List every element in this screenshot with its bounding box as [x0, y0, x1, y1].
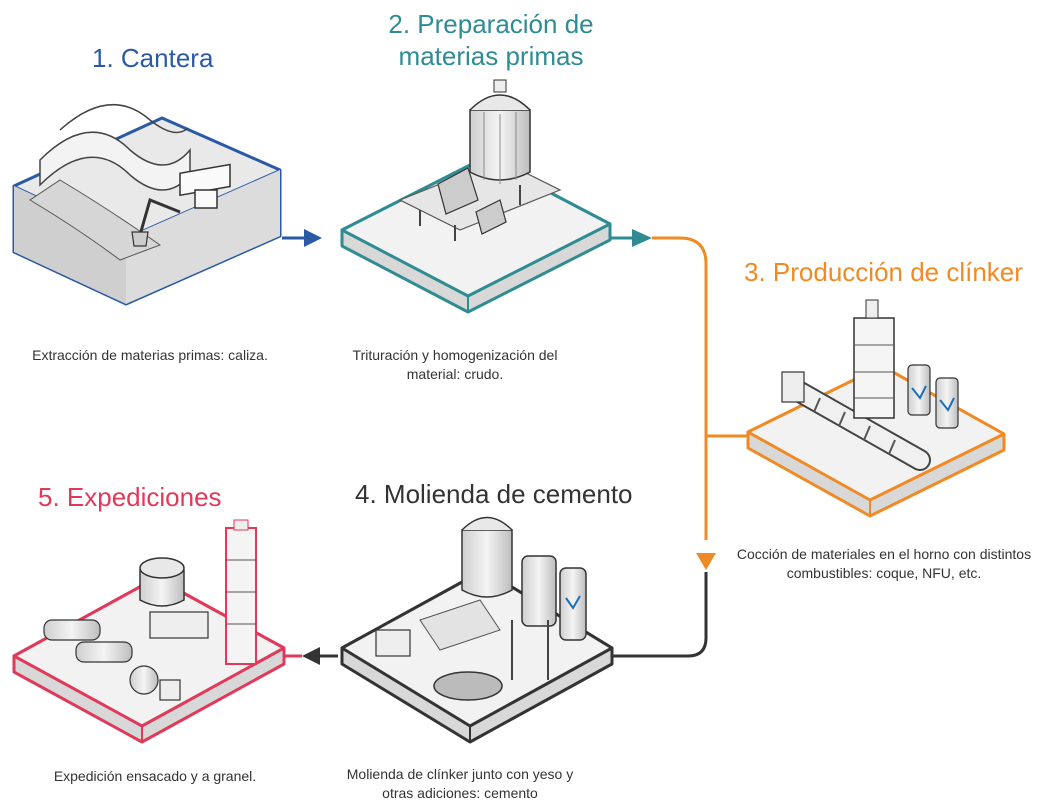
connector-1-2 [282, 229, 322, 247]
connector-2-3 [610, 229, 748, 570]
step-2-title: 2. Preparación de materias primas [388, 9, 594, 71]
step-5-description: Expedición ensacado y a granel. [53, 768, 257, 784]
cement-mill-icon [340, 516, 614, 744]
connector-4-5 [284, 647, 338, 665]
step-4-description: Molienda de clínker junto con yeso y otr… [346, 766, 574, 801]
step-2-description: Trituración y homogenización del materia… [352, 347, 558, 382]
step-3-title: 3. Producción de clínker [744, 257, 1023, 287]
step-1-title: 1. Cantera [92, 43, 214, 73]
step-1-description: Extracción de materias primas: caliza. [32, 347, 268, 363]
quarry-excavator-icon [12, 103, 282, 306]
kiln-tower-icon [746, 299, 1006, 518]
step-4-title: 4. Molienda de cemento [355, 479, 633, 509]
crusher-silo-icon [340, 79, 612, 314]
step-3-description: Cocción de materiales en el horno con di… [736, 546, 1032, 581]
truck-terminal-icon [12, 519, 286, 744]
step-5-title: 5. Expediciones [38, 482, 222, 512]
connector-3-4 [612, 572, 708, 658]
